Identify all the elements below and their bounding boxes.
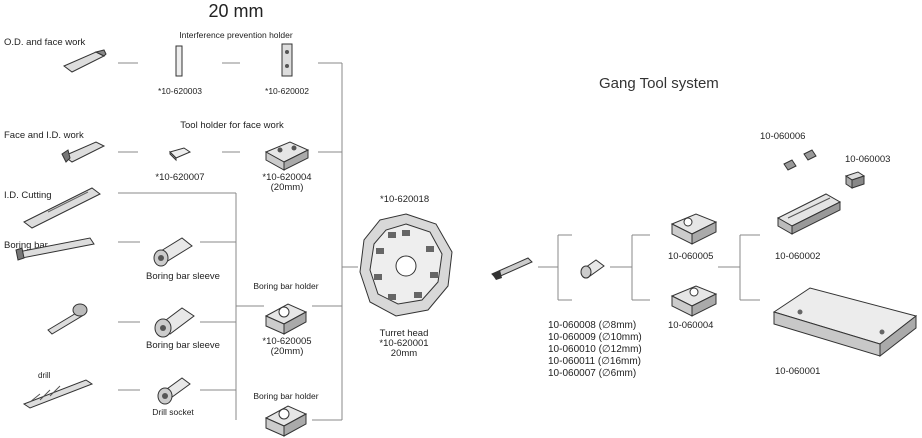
code-620004: *10-620004 (262, 172, 312, 183)
spec-item: 10-060011 (∅16mm) (548, 356, 642, 367)
code-620005-size: (20mm) (270, 346, 304, 357)
plate-060001-drawing (772, 287, 918, 358)
label-od-face: O.D. and face work (4, 37, 86, 48)
code-060005: 10-060005 (668, 251, 714, 262)
face-holder-block-drawing (264, 141, 310, 171)
turret-label: Turret head (379, 328, 429, 339)
holder-060004-drawing (670, 285, 718, 317)
boring-bar-drawing (15, 237, 95, 261)
label-face-id: Face and I.D. work (4, 130, 84, 141)
turret-size: 20mm (390, 348, 418, 359)
block-060003-drawing (844, 171, 866, 189)
label-boring-holder-1: Boring bar holder (253, 281, 319, 291)
code-620004-size: (20mm) (270, 182, 304, 193)
spot-tool-drawing (47, 303, 88, 335)
label-interference-holder: Interference prevention holder (179, 30, 293, 40)
label-sleeve-1: Boring bar sleeve (146, 271, 220, 282)
face-id-tool-drawing (61, 141, 106, 163)
id-cutting-tool-drawing (23, 187, 101, 229)
code-620007: *10-620007 (155, 172, 205, 183)
spec-item: 10-060007 (∅6mm) (548, 368, 637, 379)
shank-tool-drawing (491, 257, 533, 280)
drill-drawing (22, 379, 94, 409)
label-boring-bar: Boring bar (4, 240, 48, 251)
label-boring-holder-2: Boring bar holder (253, 391, 319, 401)
turret-code: *10-620001 (379, 338, 429, 349)
holder-060005-drawing (670, 213, 718, 245)
code-060002: 10-060002 (775, 251, 821, 262)
boring-holder-2-drawing (264, 405, 308, 437)
code-620005: *10-620005 (262, 336, 312, 347)
left-title: 20 mm (208, 1, 264, 21)
interference-holder-small-drawing (175, 45, 183, 77)
right-title: Gang Tool system (599, 75, 719, 92)
code-060003: 10-060003 (845, 154, 891, 165)
boring-holder-1-drawing (264, 303, 308, 335)
label-face-holder: Tool holder for face work (180, 120, 284, 131)
code-060006: 10-060006 (760, 131, 806, 142)
block-620007-drawing (169, 147, 192, 162)
od-face-tool-drawing (63, 49, 107, 73)
rail-060002-drawing (776, 193, 842, 235)
code-620003: *10-620003 (158, 86, 202, 96)
turret-head-drawing (359, 213, 453, 317)
parts-060006-drawing (783, 149, 817, 171)
code-060004: 10-060004 (668, 320, 714, 331)
boring-bar-sleeve-2-drawing (154, 307, 195, 338)
code-620002: *10-620002 (265, 86, 309, 96)
label-sleeve-2: Boring bar sleeve (146, 340, 220, 351)
label-id-cutting: I.D. Cutting (4, 190, 52, 201)
spec-item: 10-060010 (∅12mm) (548, 344, 642, 355)
collet-drawing (580, 259, 605, 279)
label-drill-socket: Drill socket (152, 407, 194, 417)
boring-bar-sleeve-1-drawing (153, 237, 193, 267)
spec-item: 10-060008 (∅8mm) (548, 320, 637, 331)
drill-socket-drawing (157, 377, 191, 405)
collet-spec-list: 10-060008 (∅8mm) 10-060009 (∅10mm) 10-06… (548, 320, 642, 380)
code-620018: *10-620018 (380, 194, 430, 205)
interference-holder-drawing (281, 43, 293, 77)
label-drill: drill (38, 371, 51, 380)
code-060001: 10-060001 (775, 366, 821, 377)
spec-item: 10-060009 (∅10mm) (548, 332, 642, 343)
